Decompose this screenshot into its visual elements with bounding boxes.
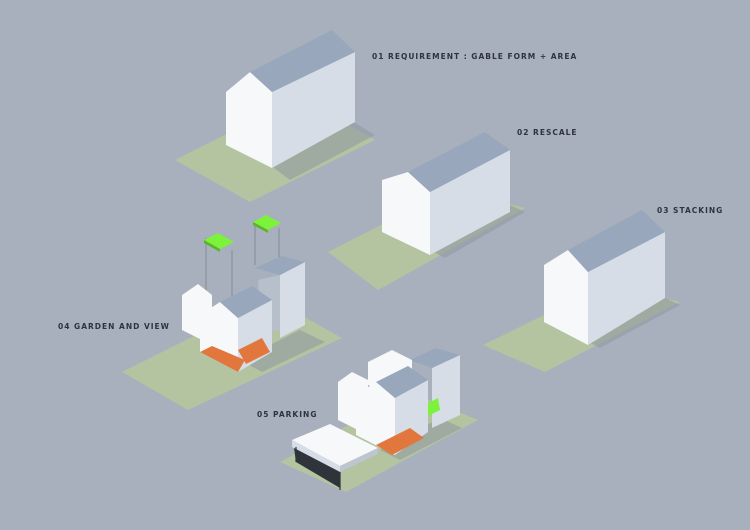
- step-04-garden-slab: [204, 233, 234, 249]
- step-05-rear-roof: [410, 348, 460, 368]
- step-05-garden-terrace: [426, 398, 440, 416]
- step-01-gable-end-wall: [226, 72, 272, 168]
- step-04-garden-slab: [253, 215, 281, 230]
- step-05-label: 05 PARKING: [257, 410, 318, 419]
- step-04-garden-slab-edge: [253, 222, 268, 233]
- step-04-open-ground-floor: [200, 346, 245, 372]
- step-04-open-ground-floor: [238, 338, 270, 364]
- step-04-garden-view-house: [122, 215, 342, 410]
- step-02-side-wall: [430, 150, 510, 255]
- step-03-gable-end-wall: [544, 250, 588, 345]
- step-02-label: 02 RESCALE: [517, 128, 578, 137]
- step-04-rear-roof: [255, 256, 305, 275]
- step-01-shadow: [270, 120, 375, 180]
- step-01-label: 01 REQUIREMENT : GABLE FORM + AREA: [372, 52, 578, 61]
- step-03-roof: [568, 210, 665, 272]
- step-04-front-roof: [220, 286, 272, 318]
- step-05-carport-void: [294, 448, 340, 488]
- step-04-label: 04 GARDEN AND VIEW: [58, 322, 170, 331]
- step-01-gable-house: [175, 30, 375, 202]
- step-03-shadow: [585, 298, 680, 348]
- step-05-carport-side-edge: [340, 448, 378, 472]
- step-03-label: 03 STACKING: [657, 206, 724, 215]
- step-01-roof: [250, 30, 355, 92]
- step-02-shadow: [430, 205, 525, 258]
- step-05-carport-front-edge: [292, 440, 340, 472]
- step-05-carport-roof: [292, 424, 378, 466]
- step-04-rear-side-wall: [280, 262, 305, 338]
- step-05-front-roof: [376, 366, 428, 398]
- step-01-side-wall: [272, 52, 355, 168]
- step-04-garden-slab-edge: [204, 240, 220, 252]
- step-02-roof: [408, 132, 510, 192]
- step-04-shadow: [240, 330, 325, 372]
- step-03-side-wall: [588, 232, 665, 345]
- step-02-gable-end-wall: [382, 172, 430, 255]
- step-05-open-ground-floor: [376, 428, 424, 455]
- step-05-parking-house: [280, 348, 478, 492]
- step-05-front-gable-wall: [356, 382, 395, 455]
- step-03-stacked-house: [483, 210, 680, 372]
- step-02-rescaled-house: [328, 132, 525, 290]
